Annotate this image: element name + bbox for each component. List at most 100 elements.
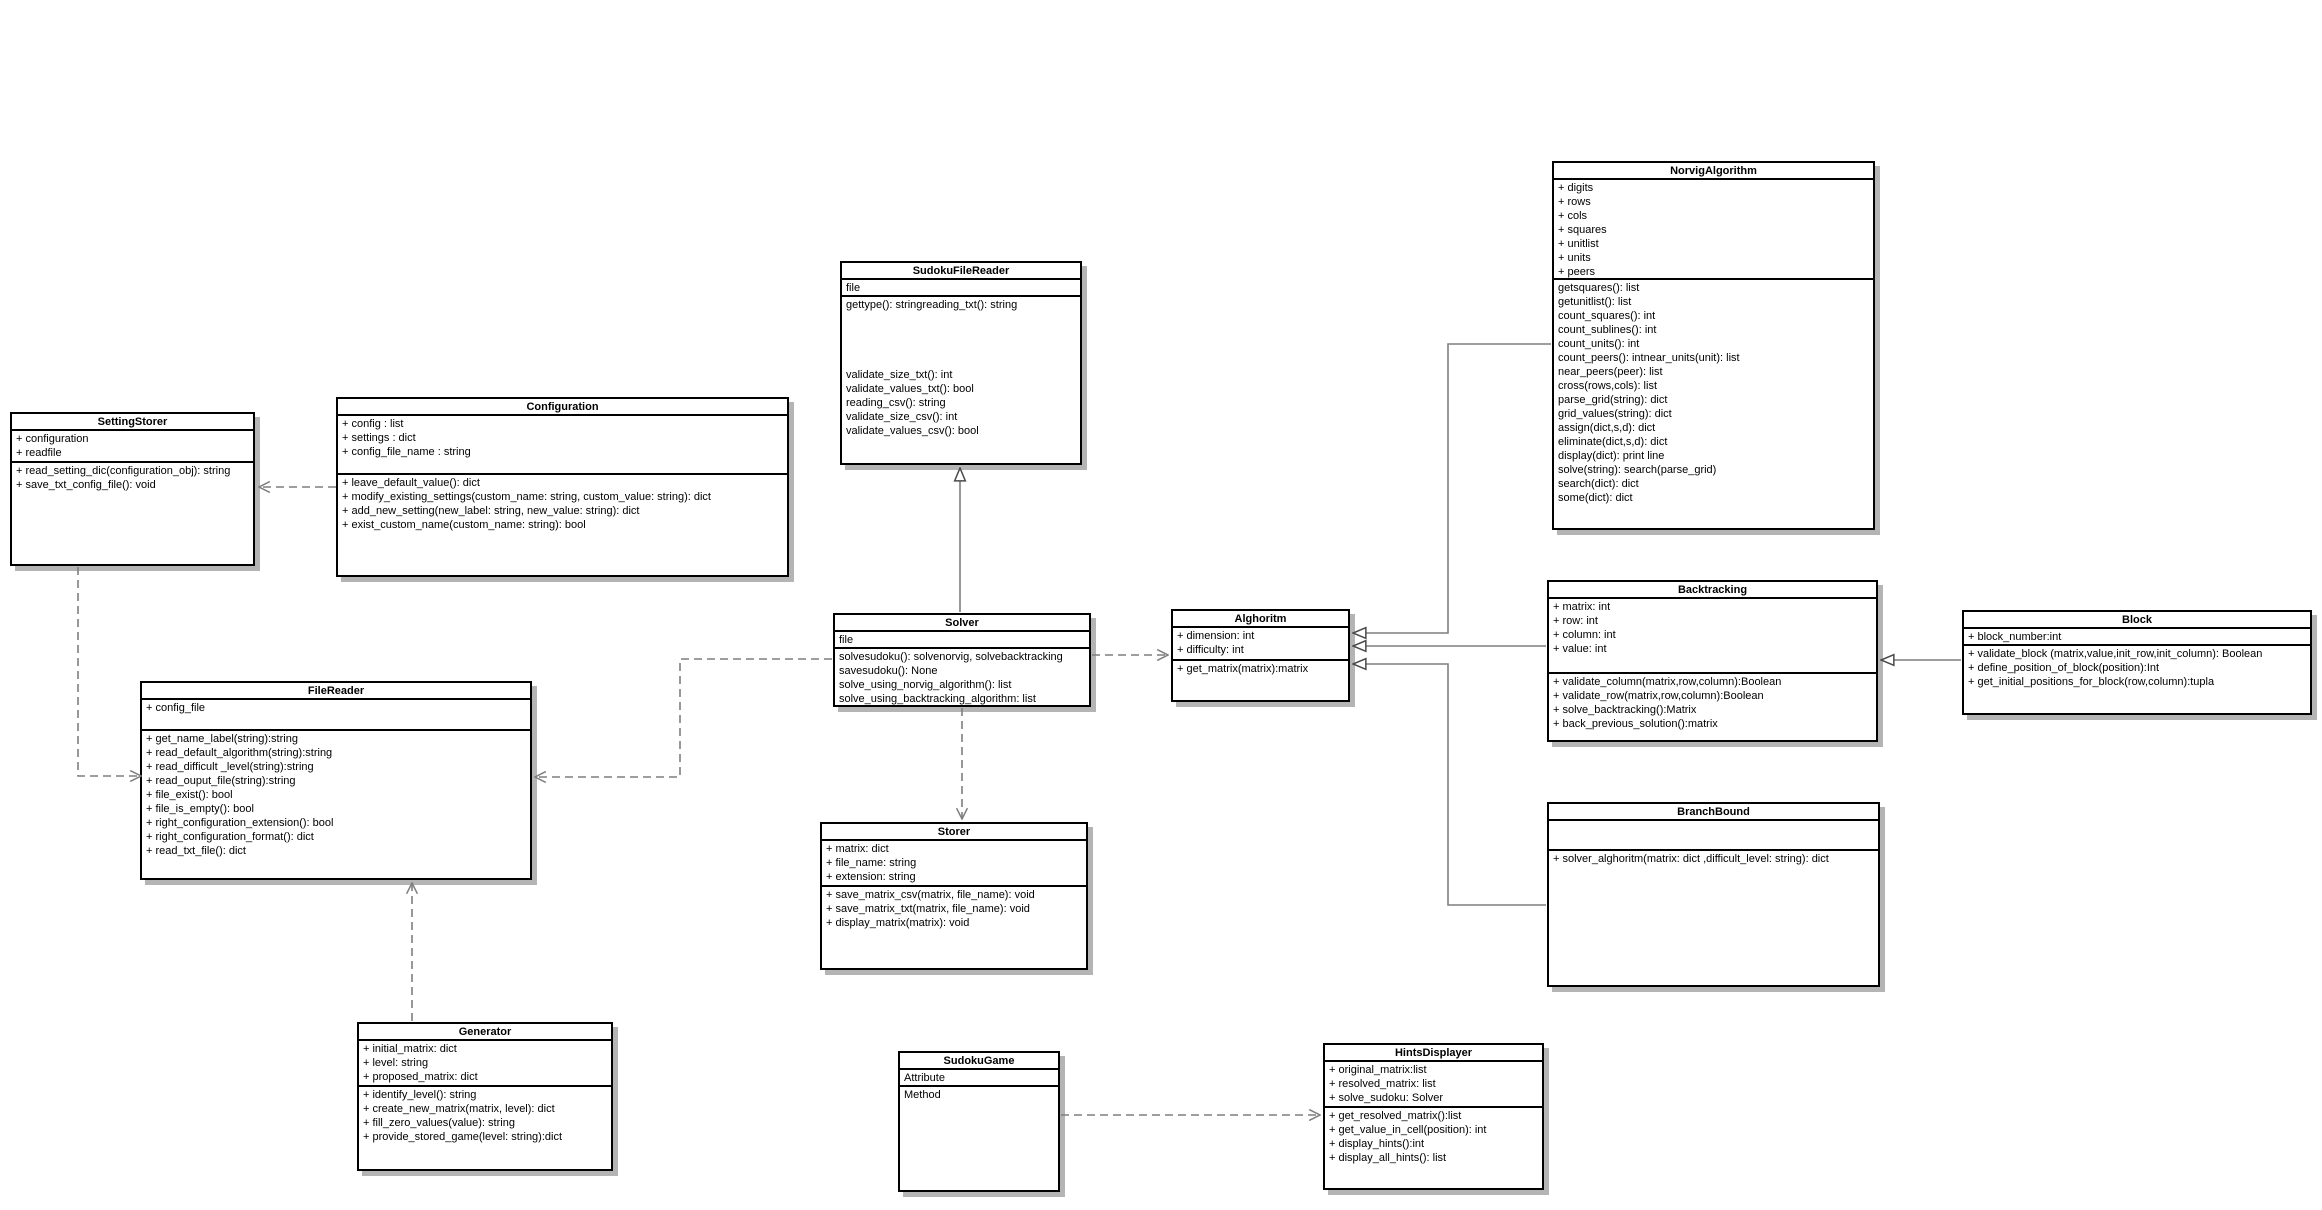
methods-compartment: gettype(): stringreading_txt(): string va… — [842, 297, 1080, 463]
member-line: solve_using_norvig_algorithm(): list — [839, 679, 1012, 691]
member-line: solve_using_backtracking_algorithm: list — [839, 693, 1036, 705]
class-box-norvigalgorithm: NorvigAlgorithm + digits+ rows+ cols+ sq… — [1552, 161, 1875, 530]
class-box-sudokufilereader: SudokuFileReader file gettype(): stringr… — [840, 261, 1082, 465]
member-line: + get_resolved_matrix():list — [1329, 1110, 1462, 1122]
member-line: + initial_matrix: dict — [363, 1043, 457, 1055]
class-box-hintsdisplayer: HintsDisplayer + original_matrix:list + r… — [1323, 1043, 1544, 1190]
class-box-backtracking: Backtracking + matrix: int+ row: int+ co… — [1547, 580, 1878, 742]
member-line: + create_new_matrix(matrix, level): dict — [363, 1103, 555, 1115]
attributes-compartment: + configuration+ readfile — [12, 431, 253, 463]
member-line: + right_configuration_extension(): bool — [146, 817, 334, 829]
member-line: + dimension: int — [1177, 630, 1255, 642]
member-line: + exist_custom_name(custom_name: string)… — [342, 519, 586, 531]
member-line: + get_matrix(matrix):matrix — [1177, 663, 1309, 675]
member-line: + config_file_name : string — [342, 446, 471, 458]
member-line: gettype(): stringreading_txt(): string — [846, 299, 1018, 311]
member-line: + read_setting_dic(configuration_obj): s… — [16, 465, 231, 477]
class-title: Storer — [822, 824, 1086, 841]
member-line: Attribute — [904, 1072, 945, 1084]
class-title: SettingStorer — [12, 414, 253, 431]
attributes-compartment: + matrix: dict + file_name: string + exten… — [822, 841, 1086, 887]
class-box-branchbound: BranchBound + solver_alghoritm(matrix: d… — [1547, 802, 1880, 987]
member-line — [846, 340, 1076, 354]
member-line: + original_matrix:list — [1329, 1064, 1427, 1076]
member-line: search(dict): dict — [1558, 478, 1639, 490]
member-line: + validate_row(matrix,row,column):Boolea… — [1553, 690, 1764, 702]
dependency-solver-to-filereader — [535, 658, 832, 777]
member-line: + read_default_algorithm(string):string — [146, 747, 333, 759]
member-line: + file_exist(): bool — [146, 789, 233, 801]
member-line: + difficulty: int — [1177, 644, 1244, 656]
class-box-alghoritm: Alghoritm + dimension: int + difficulty: … — [1171, 609, 1350, 702]
member-line: + config_file — [146, 702, 206, 714]
methods-compartment: + read_setting_dic(configuration_obj): s… — [12, 463, 253, 564]
member-line: + read_ouput_file(string):string — [146, 775, 296, 787]
attributes-compartment: + digits+ rows+ cols+ squares+ unitlist+… — [1554, 180, 1873, 280]
member-line: solve(string): search(parse_grid) — [1558, 464, 1717, 476]
member-line: validate_values_txt(): bool — [846, 383, 974, 395]
member-line: file — [846, 282, 861, 294]
member-line: + value: int — [1553, 643, 1607, 655]
member-line: + back_previous_solution():matrix — [1553, 718, 1718, 730]
attributes-compartment: Attribute — [900, 1070, 1058, 1087]
class-box-sudokugame: SudokuGame Attribute Method — [898, 1051, 1060, 1192]
class-box-settingstorer: SettingStorer + configuration+ readfile … — [10, 412, 255, 566]
class-title: Backtracking — [1549, 582, 1876, 599]
member-line: + rows — [1558, 196, 1591, 208]
member-line: + add_new_setting(new_label: string, new… — [342, 505, 640, 517]
member-line: + extension: string — [826, 871, 916, 883]
member-line: + solve_backtracking():Matrix — [1553, 704, 1697, 716]
member-line — [846, 354, 1076, 368]
member-line: validate_size_txt(): int — [846, 369, 953, 381]
methods-compartment: solvesudoku(): solvenorvig, solvebacktra… — [835, 649, 1089, 705]
member-line: + get_value_in_cell(position): int — [1329, 1124, 1487, 1136]
member-line: + cols — [1558, 210, 1588, 222]
member-line: getunitlist(): list — [1558, 296, 1632, 308]
member-line: + resolved_matrix: list — [1329, 1078, 1436, 1090]
member-line: count_squares(): int — [1558, 310, 1656, 322]
member-line: + get_initial_positions_for_block(row,co… — [1968, 676, 2215, 688]
methods-compartment: + leave_default_value(): dict+ modify_ex… — [338, 475, 787, 575]
generalization-branchbound-to-alghoritm — [1353, 664, 1546, 906]
member-line: + readfile — [16, 447, 62, 459]
member-line: + file_name: string — [826, 857, 917, 869]
attributes-compartment: + block_number:int — [1964, 629, 2310, 646]
member-line: parse_grid(string): dict — [1558, 394, 1668, 406]
member-line: + peers — [1558, 266, 1595, 278]
member-line: + fill_zero_values(value): string — [363, 1117, 515, 1129]
member-line: + units — [1558, 252, 1591, 264]
class-title: Solver — [835, 615, 1089, 632]
member-line: + config : list — [342, 418, 404, 430]
class-box-solver: Solver file solvesudoku(): solvenorvig, … — [833, 613, 1091, 707]
member-line: + matrix: dict — [826, 843, 889, 855]
member-line: + level: string — [363, 1057, 429, 1069]
member-line: + get_name_label(string):string — [146, 733, 298, 745]
member-line: + proposed_matrix: dict — [363, 1071, 478, 1083]
class-title: Alghoritm — [1173, 611, 1348, 628]
member-line: solvesudoku(): solvenorvig, solvebacktra… — [839, 651, 1063, 663]
methods-compartment: + validate_block (matrix,value,init_row,… — [1964, 646, 2310, 713]
member-line: some(dict): dict — [1558, 492, 1633, 504]
member-line: + solve_sudoku: Solver — [1329, 1092, 1444, 1104]
member-line: + right_configuration_format(): dict — [146, 831, 314, 843]
member-line: Method — [904, 1089, 941, 1101]
member-line: + identify_level(): string — [363, 1089, 477, 1101]
attributes-compartment: + config : list + settings : dict + config… — [338, 416, 787, 475]
class-title: NorvigAlgorithm — [1554, 163, 1873, 180]
class-title: HintsDisplayer — [1325, 1045, 1542, 1062]
generalization-norvigalgorithm-to-alghoritm — [1353, 343, 1551, 633]
member-line: + settings : dict — [342, 432, 416, 444]
member-line: + digits — [1558, 182, 1594, 194]
methods-compartment: + get_matrix(matrix):matrix — [1173, 661, 1348, 700]
methods-compartment: + get_resolved_matrix():list + get_value_… — [1325, 1108, 1542, 1188]
member-line: savesudoku(): None — [839, 665, 938, 677]
member-line: + modify_existing_settings(custom_name: … — [342, 491, 711, 503]
member-line: + solver_alghoritm(matrix: dict ,difficu… — [1553, 853, 1829, 865]
member-line: display(dict): print line — [1558, 450, 1665, 462]
class-box-configuration: Configuration + config : list+ settings … — [336, 397, 789, 577]
class-title: SudokuGame — [900, 1053, 1058, 1070]
dependency-settingstorer-to-filereader — [77, 567, 141, 776]
member-line: near_peers(peer): list — [1558, 366, 1663, 378]
member-line — [846, 312, 1076, 326]
